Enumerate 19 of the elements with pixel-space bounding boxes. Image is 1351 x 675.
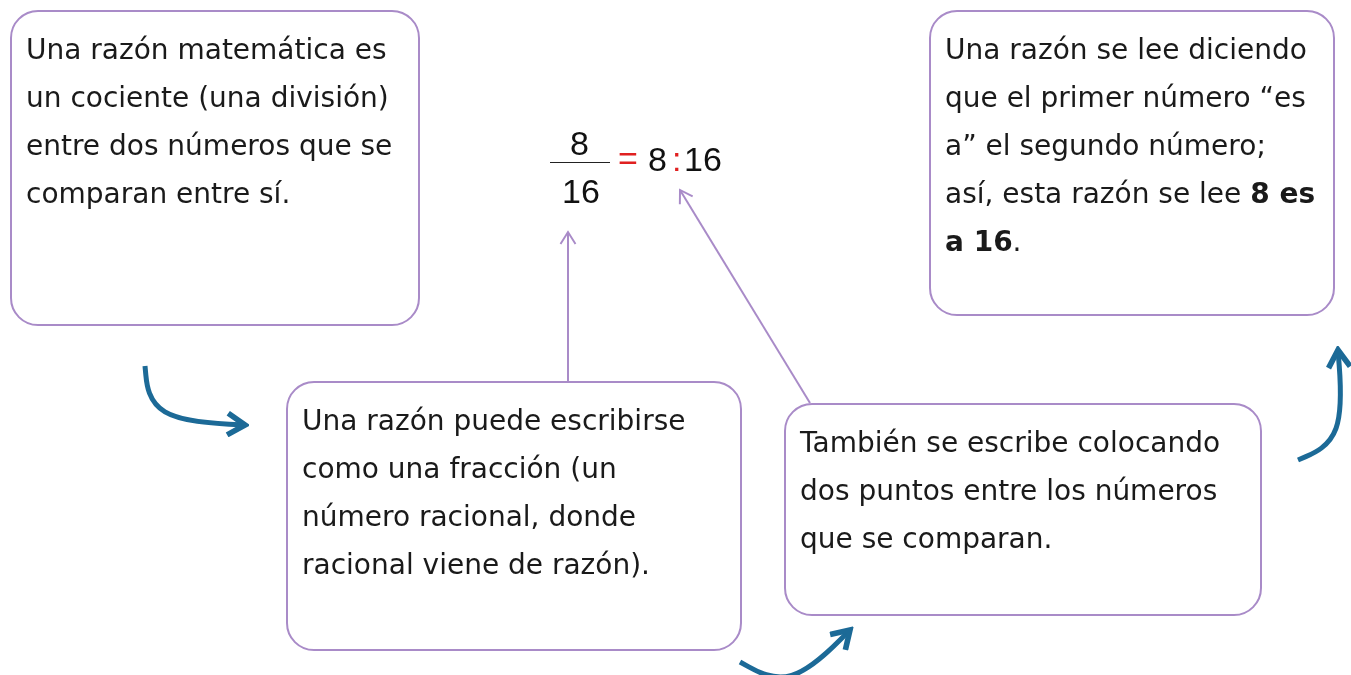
- denominator: 16: [562, 174, 600, 208]
- arrow: [678, 189, 811, 404]
- equals-sign: =: [618, 141, 638, 175]
- curved-arrow: [142, 365, 248, 438]
- text-box: [784, 403, 1262, 616]
- curved-arrow: [738, 627, 853, 675]
- curved-arrow: [1297, 347, 1351, 463]
- paragraph: Una razón puede escribirse como una fracción (un número racional, donde racional viene de razón).: [302, 403, 687, 583]
- number: 16: [684, 142, 722, 176]
- paragraph: También se escribe colocando dos puntos entre los números que se comparan.: [800, 425, 1222, 557]
- paragraph: Una razón se lee diciendo que el primer número “es a” el segundo número; así, esta razón se lee 8 es a 16.: [945, 32, 1317, 260]
- colon-symbol: :: [672, 142, 682, 176]
- paragraph: Una razón matemática es un cociente (una división) entre dos números que se comparan entre sí.: [26, 32, 394, 212]
- numerator: 8: [570, 126, 589, 160]
- text-box: [286, 381, 742, 651]
- text-box: [10, 10, 420, 326]
- text-box: [929, 10, 1335, 316]
- number: 8: [648, 142, 667, 176]
- arrow: [559, 231, 577, 382]
